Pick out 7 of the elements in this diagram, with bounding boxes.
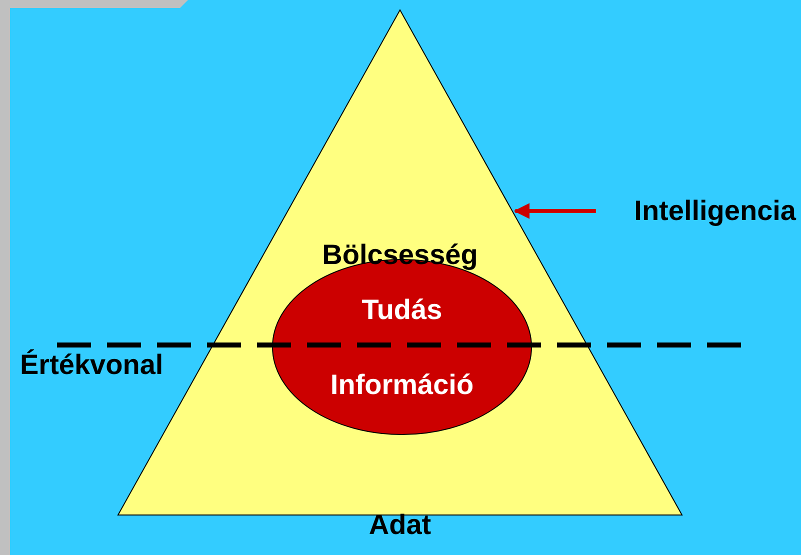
level-label: Adat	[368, 509, 432, 541]
arrow	[514, 203, 596, 219]
axis-label: Intelligencia	[634, 195, 796, 227]
level-label: Tudás	[362, 294, 442, 326]
level-label: Bölcsesség	[322, 239, 478, 271]
level-label: Információ	[330, 369, 474, 401]
value-line-label: Értékvonal	[20, 349, 164, 381]
